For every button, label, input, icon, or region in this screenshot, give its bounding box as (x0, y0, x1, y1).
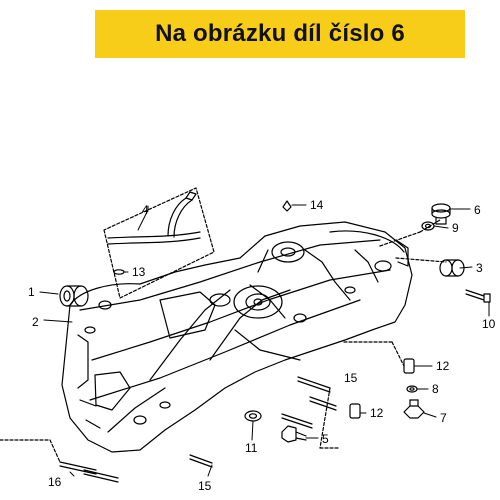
callout-3: 3 (476, 261, 483, 275)
part-1-bushing (59, 285, 89, 307)
callout-13: 13 (132, 265, 146, 279)
hose-assembly (103, 187, 292, 299)
part-8-ring (406, 385, 418, 393)
callout-15b: 15 (198, 479, 212, 493)
callout-7: 7 (440, 411, 447, 425)
part-3-bushing (439, 259, 465, 277)
callout-5: 5 (322, 432, 329, 446)
group-lines (0, 219, 447, 463)
part-16-bolts (59, 461, 119, 483)
callout-4: 4 (142, 203, 149, 217)
part-9-washer (421, 221, 435, 231)
callout-8: 8 (432, 382, 439, 396)
callout-6: 6 (474, 203, 481, 217)
part-5-plug (281, 425, 307, 443)
callout-12b: 12 (370, 406, 384, 420)
callout-labels: 1 2 3 4 5 6 7 8 9 10 11 12 12 13 14 15 1… (28, 198, 496, 493)
part-11-washer (244, 410, 262, 422)
title-banner: Na obrázku díl číslo 6 (95, 10, 465, 58)
part-7-bolt (403, 399, 425, 419)
part-15-bolts (189, 376, 337, 468)
callout-12a: 12 (436, 359, 450, 373)
callout-1: 1 (28, 285, 35, 299)
callout-14: 14 (310, 198, 324, 212)
part-10-bolt (465, 289, 491, 303)
callout-15a: 15 (344, 371, 358, 385)
part-6-bolt (431, 203, 451, 225)
callout-16: 16 (48, 475, 62, 489)
callout-11: 11 (245, 441, 258, 455)
callout-9: 9 (452, 221, 459, 235)
crankcase-body (61, 221, 413, 453)
callout-10: 10 (482, 317, 496, 331)
callout-2: 2 (32, 315, 39, 329)
title-text: Na obrázku díl číslo 6 (155, 20, 405, 47)
leader-lines (39, 204, 490, 477)
